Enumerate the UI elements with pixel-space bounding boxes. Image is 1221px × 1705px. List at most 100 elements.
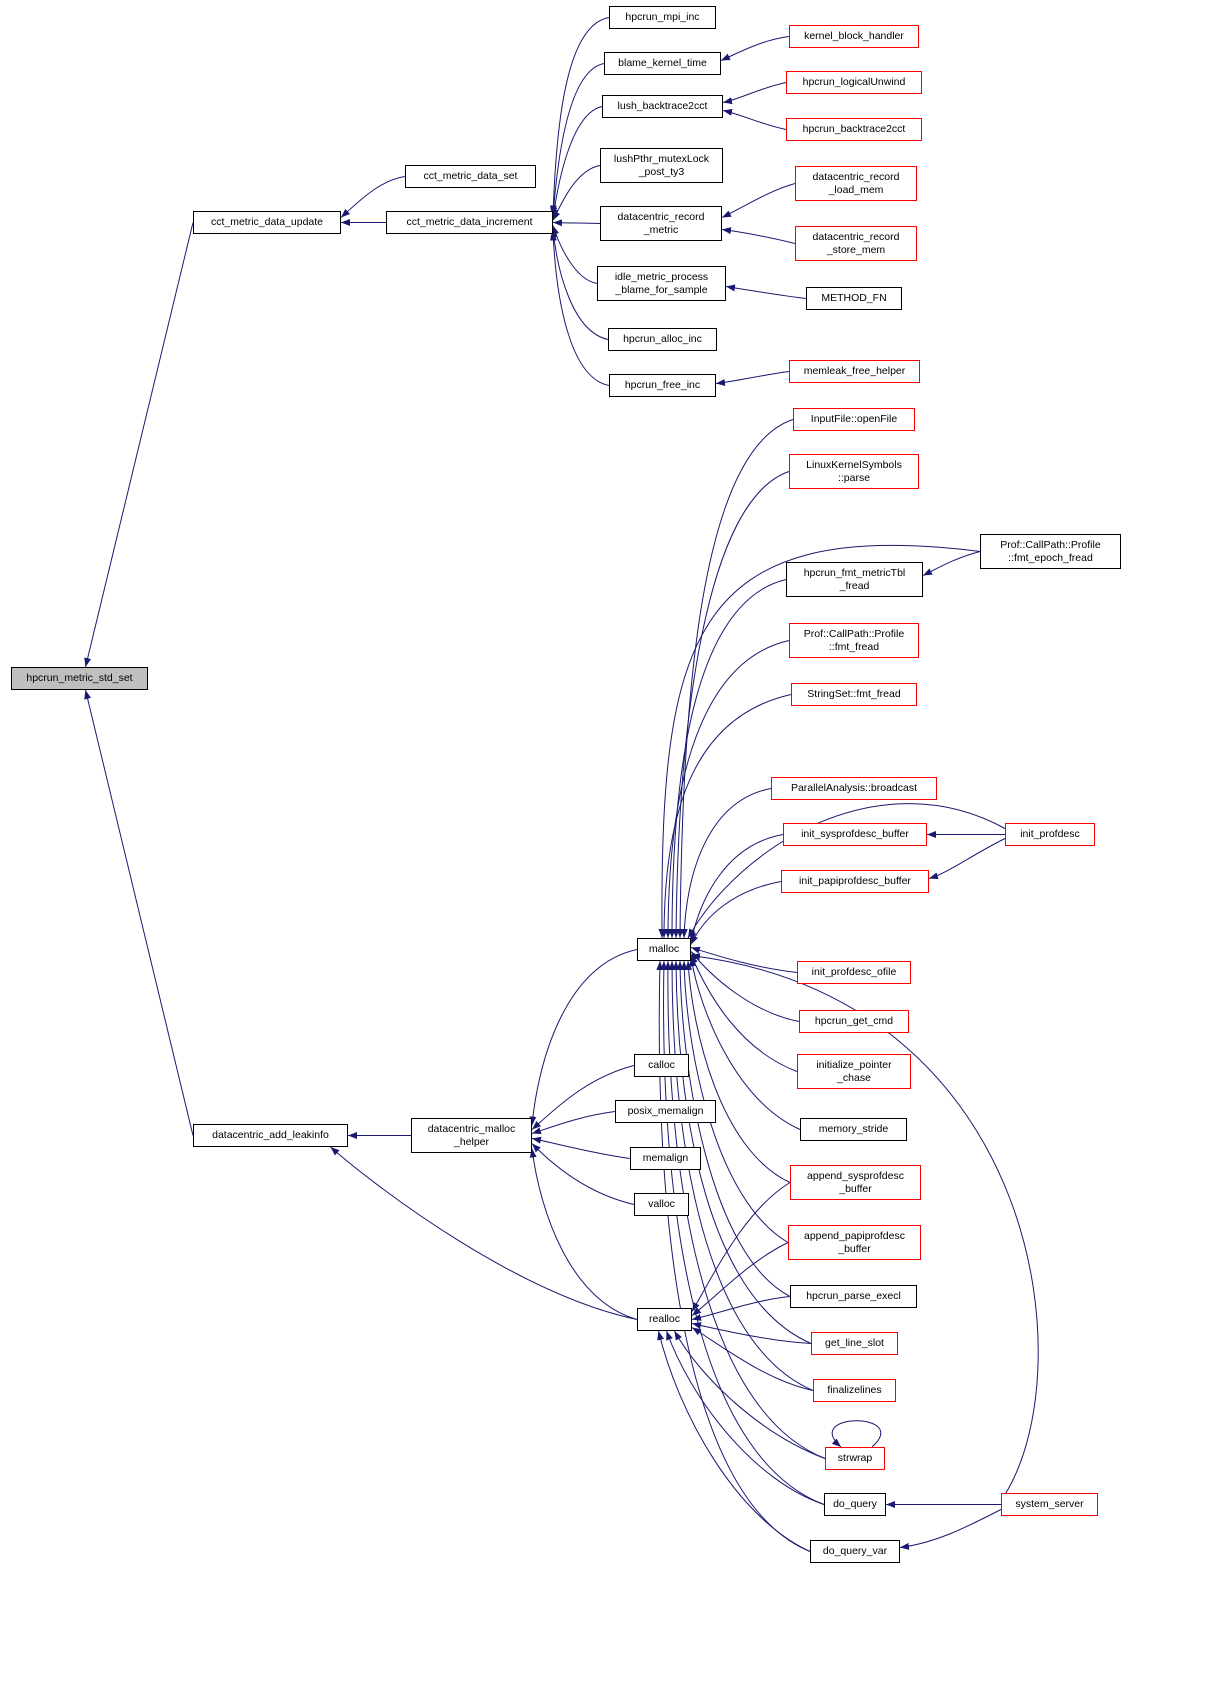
node-label: _fread	[839, 579, 870, 592]
node-label: posix_memalign	[627, 1105, 704, 1117]
graph-node-lpm[interactable]: lushPthr_mutexLock_post_ty3	[600, 148, 723, 183]
call-edge-str-to-str	[831, 1420, 882, 1448]
graph-node-pab[interactable]: ParallelAnalysis::broadcast	[771, 777, 937, 800]
graph-node-doq[interactable]: do_query	[824, 1493, 886, 1516]
call-edge-kbh-to-bkt	[720, 36, 790, 61]
graph-node-asb[interactable]: append_sysprofdesc_buffer	[790, 1165, 921, 1200]
node-label: datacentric_add_leakinfo	[212, 1129, 329, 1141]
call-edge-bkt-to-cdi	[550, 63, 605, 217]
node-label: append_sysprofdesc	[807, 1169, 904, 1182]
graph-node-drs[interactable]: datacentric_record_store_mem	[795, 226, 917, 261]
node-label: finalizelines	[827, 1384, 882, 1396]
node-label: memory_stride	[818, 1123, 889, 1135]
graph-node-cds[interactable]: cct_metric_data_set	[405, 165, 536, 188]
call-edge-hpe-to-mal	[676, 960, 791, 1297]
graph-node-ipb[interactable]: init_papiprofdesc_buffer	[781, 870, 929, 893]
graph-node-mfn[interactable]: METHOD_FN	[806, 287, 902, 310]
node-label: hpcrun_backtrace2cct	[802, 123, 906, 135]
call-edge-mem-to-dmh	[531, 1136, 631, 1159]
graph-node-mal[interactable]: malloc	[637, 938, 691, 961]
graph-node-fin[interactable]: finalizelines	[813, 1379, 896, 1402]
call-edge-pef-to-mal	[658, 544, 981, 939]
node-label: _post_ty3	[638, 165, 685, 178]
graph-node-hb2[interactable]: hpcrun_backtrace2cct	[786, 118, 922, 141]
graph-node-kbh[interactable]: kernel_block_handler	[789, 25, 919, 48]
graph-node-dal[interactable]: datacentric_add_leakinfo	[193, 1124, 348, 1147]
call-edge-ssf-to-mal	[660, 694, 792, 939]
call-edge-mal-to-dmh	[529, 949, 638, 1126]
node-label: _chase	[837, 1071, 871, 1084]
call-edge-ipb-to-mal	[690, 881, 782, 945]
graph-node-dmh[interactable]: datacentric_malloc_helper	[411, 1118, 532, 1153]
call-edge-doq-to-mal	[660, 960, 825, 1505]
graph-node-ipo[interactable]: init_profdesc_ofile	[797, 961, 911, 984]
graph-node-ipc[interactable]: initialize_pointer_chase	[797, 1054, 911, 1089]
call-edge-gls-to-rea	[691, 1322, 812, 1344]
node-label: cct_metric_data_increment	[406, 216, 533, 228]
graph-node-hlu[interactable]: hpcrun_logicalUnwind	[786, 71, 922, 94]
node-label: init_profdesc_ofile	[811, 966, 897, 978]
graph-node-pef[interactable]: Prof::CallPath::Profile::fmt_epoch_fread	[980, 534, 1121, 569]
graph-node-hfi[interactable]: hpcrun_free_inc	[609, 374, 716, 397]
call-edge-pma-to-dmh	[531, 1111, 616, 1135]
node-label: realloc	[649, 1313, 680, 1325]
graph-node-str[interactable]: strwrap	[825, 1447, 885, 1470]
call-edge-fmt-to-mal	[668, 579, 787, 939]
call-edge-doq-to-rea	[666, 1330, 825, 1505]
graph-node-pff[interactable]: Prof::CallPath::Profile::fmt_fread	[789, 623, 919, 658]
node-label: LinuxKernelSymbols	[806, 458, 902, 471]
call-edge-idle-to-cdi	[552, 225, 598, 284]
graph-node-drm[interactable]: datacentric_record_metric	[600, 206, 722, 241]
node-label: hpcrun_parse_execl	[806, 1290, 901, 1302]
node-label: strwrap	[837, 1452, 873, 1464]
call-edge-pef-to-fmt	[922, 551, 981, 576]
call-edge-pab-to-mal	[680, 788, 772, 939]
node-label: append_papiprofdesc	[803, 1229, 905, 1242]
call-edge-drs-to-drm	[721, 227, 796, 244]
graph-node-iof[interactable]: InputFile::openFile	[793, 408, 915, 431]
graph-node-apb[interactable]: append_papiprofdesc_buffer	[788, 1225, 921, 1260]
graph-node-bkt[interactable]: blame_kernel_time	[604, 52, 721, 75]
graph-node-gls[interactable]: get_line_slot	[811, 1332, 898, 1355]
call-edge-asb-to-mal	[685, 960, 791, 1183]
graph-node-cal[interactable]: calloc	[634, 1054, 689, 1077]
graph-node-cdu[interactable]: cct_metric_data_update	[193, 211, 341, 234]
graph-node-drl[interactable]: datacentric_record_load_mem	[795, 166, 917, 201]
node-label: blame_kernel_time	[618, 57, 707, 69]
call-edge-dqv-to-rea	[657, 1330, 811, 1552]
graph-node-cdi[interactable]: cct_metric_data_increment	[386, 211, 553, 234]
graph-node-mpi[interactable]: hpcrun_mpi_inc	[609, 6, 716, 29]
graph-node-mst[interactable]: memory_stride	[800, 1118, 907, 1141]
graph-node-hpe[interactable]: hpcrun_parse_execl	[790, 1285, 917, 1308]
call-edge-asb-to-rea	[691, 1182, 791, 1312]
call-edge-ipo-to-mal	[690, 946, 798, 973]
graph-node-hai[interactable]: hpcrun_alloc_inc	[608, 328, 717, 351]
call-edge-gls-to-mal	[672, 960, 812, 1344]
node-label: _buffer	[838, 1242, 871, 1255]
graph-node-sys[interactable]: system_server	[1001, 1493, 1098, 1516]
graph-node-pma[interactable]: posix_memalign	[615, 1100, 716, 1123]
node-label: ::fmt_fread	[828, 640, 880, 653]
graph-node-idle[interactable]: idle_metric_process_blame_for_sample	[597, 266, 726, 301]
call-edge-pff-to-mal	[664, 640, 790, 939]
graph-node-mfh[interactable]: memleak_free_helper	[789, 360, 920, 383]
node-label: ::parse	[837, 471, 871, 484]
node-label: idle_metric_process	[614, 270, 709, 283]
call-edge-lb2-to-cdi	[550, 106, 603, 219]
graph-node-hgc[interactable]: hpcrun_get_cmd	[799, 1010, 909, 1033]
graph-node-rea[interactable]: realloc	[637, 1308, 692, 1331]
graph-node-mem[interactable]: memalign	[630, 1147, 701, 1170]
graph-node-lb2[interactable]: lush_backtrace2cct	[602, 95, 723, 118]
call-edge-hfi-to-cdi	[549, 231, 610, 386]
graph-node-ssf[interactable]: StringSet::fmt_fread	[791, 683, 917, 706]
graph-node-dqv[interactable]: do_query_var	[810, 1540, 900, 1563]
call-edge-iof-to-mal	[676, 419, 794, 939]
node-label: init_papiprofdesc_buffer	[799, 875, 911, 887]
graph-node-lks[interactable]: LinuxKernelSymbols::parse	[789, 454, 919, 489]
graph-node-val[interactable]: valloc	[634, 1193, 689, 1216]
call-edge-ipc-to-mal	[690, 954, 798, 1072]
graph-node-ipd[interactable]: init_profdesc	[1005, 823, 1095, 846]
graph-node-isb[interactable]: init_sysprofdesc_buffer	[783, 823, 927, 846]
graph-node-fmt[interactable]: hpcrun_fmt_metricTbl_fread	[786, 562, 923, 597]
